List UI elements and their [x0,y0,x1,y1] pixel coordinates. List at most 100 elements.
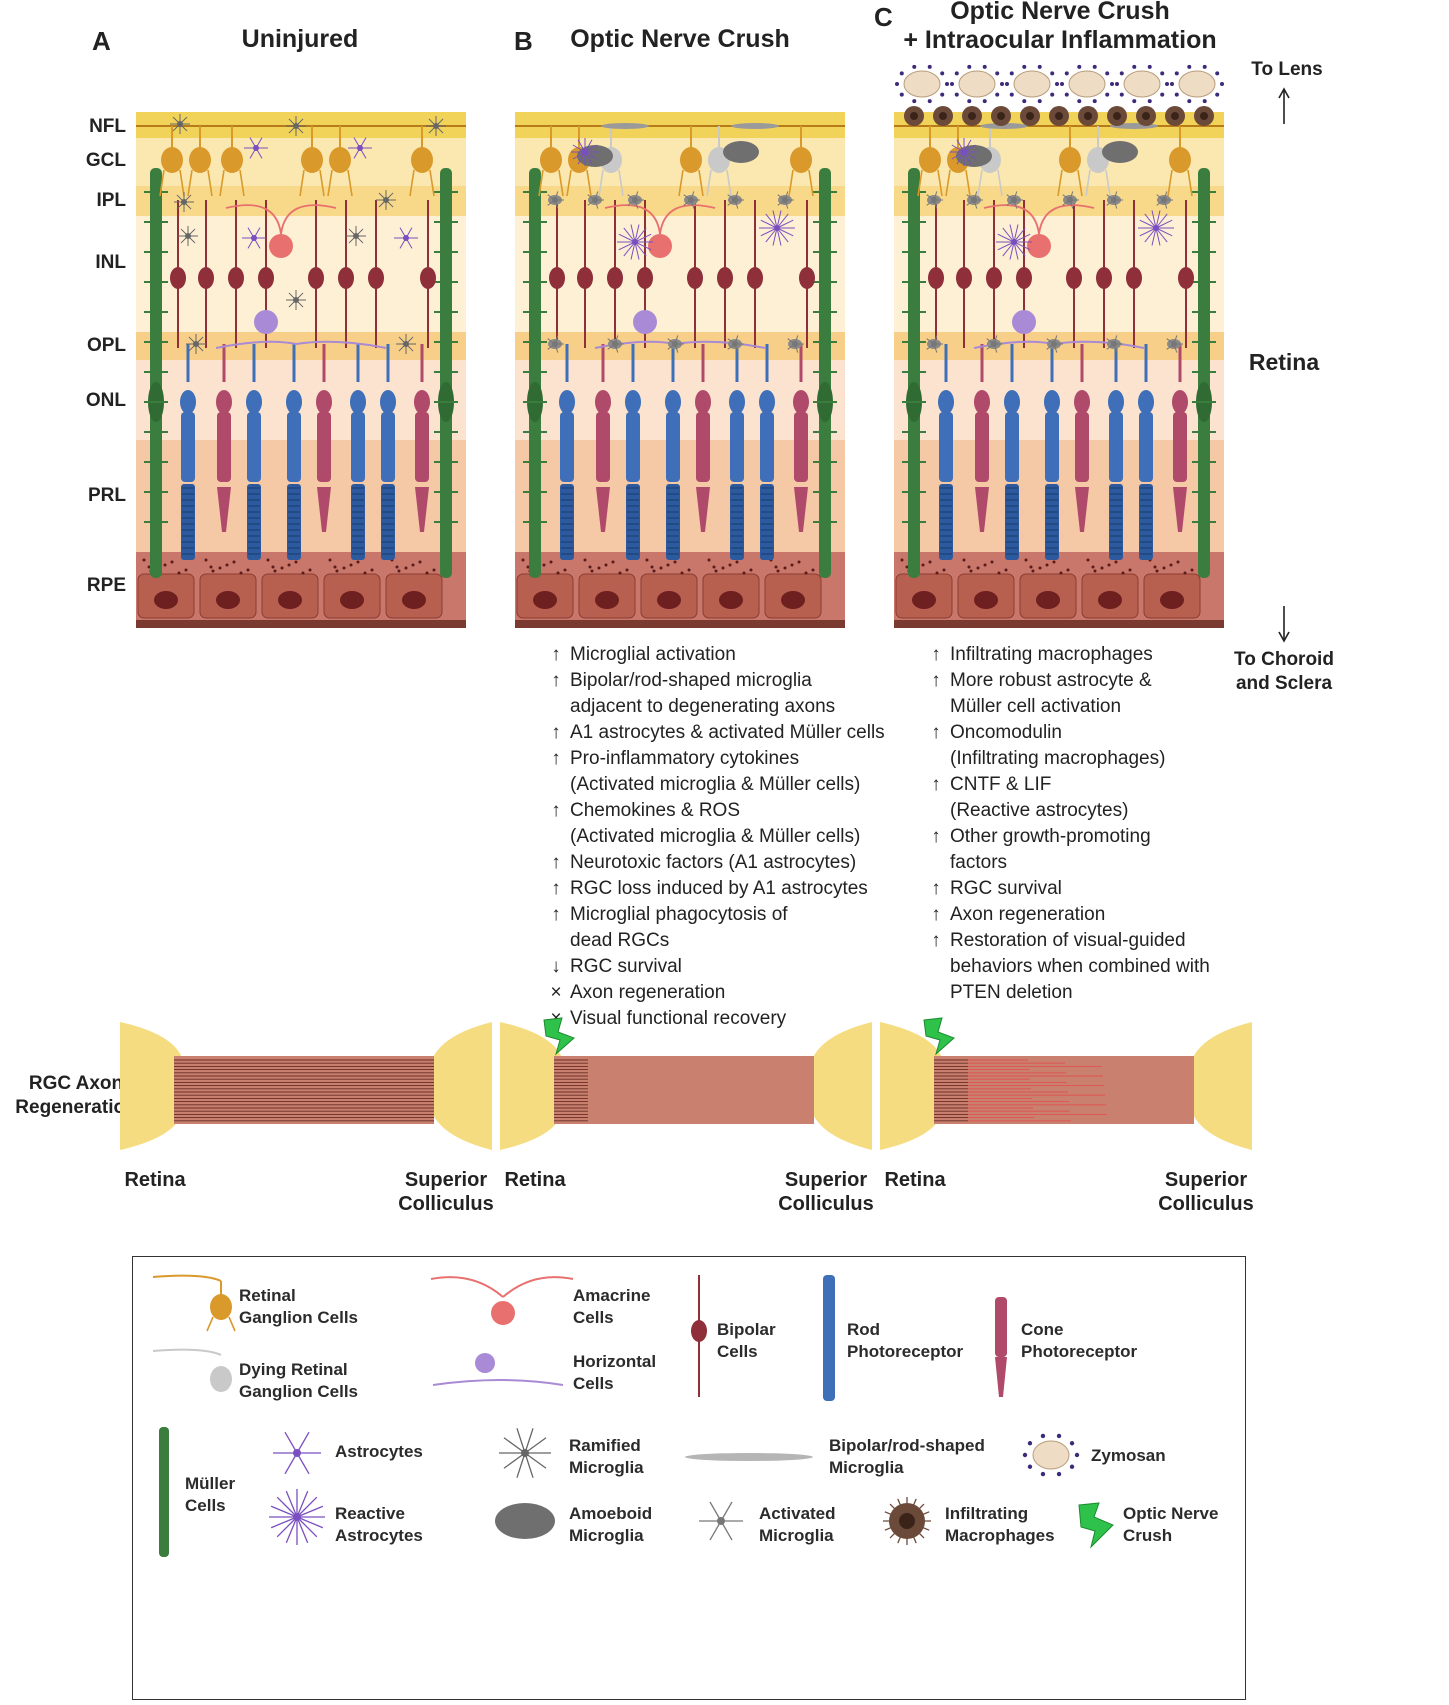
reactive-astrocyte-process [951,144,965,153]
bipolar-cell [308,267,324,289]
legend-muller-label-1: Müller [185,1474,236,1493]
zymosan-dot [995,71,1000,76]
rgc-dendrite [977,169,1003,197]
activated-microglia-process [926,199,935,206]
zymosan-dot [1005,82,1009,86]
legend-horizontal-process [432,1379,564,1386]
finding-text: PTEN deletion [950,982,1073,1003]
activated-microglia-process [607,338,616,345]
rod-nucleus [938,390,954,414]
rod-nucleus [246,390,262,414]
finding-text: Infiltrating macrophages [950,644,1153,665]
finding-text: factors [950,852,1008,873]
reactive-astrocyte-process [776,227,794,237]
rpe-granule [962,558,966,562]
legend-reactive-label-2: Astrocytes [335,1526,423,1545]
reactive-astrocyte-process [1009,224,1015,243]
activated-microglia-process [926,343,935,350]
legend-amoeboid-microglia-icon [495,1503,555,1539]
rpe-granule [556,571,560,575]
activated-microglia-process [734,199,739,209]
activated-microglia-process [614,335,619,345]
rpe-granule [563,568,567,572]
zymosan-dot [1050,92,1055,97]
ramified-microglia-process [288,125,297,134]
reactive-astrocyte-process [1155,213,1168,229]
rpe-granule [604,563,608,567]
reactive-astrocyte-process [765,227,778,243]
finding-text: Müller cell activation [950,696,1122,717]
rod-outer-segment [666,484,680,560]
ramified-microglia-process [295,299,304,308]
axon-c-sc-label-line2: Colliculus [1158,1193,1254,1215]
ramified-microglia-process [180,228,189,237]
bipolar-cell [1178,267,1194,289]
legend-activated-microglia-icon-process [720,1520,733,1541]
legend-zymosan-icon [1032,1440,1070,1470]
legend-reactive-astrocyte-icon-process [270,1516,298,1529]
activated-microglia-process [727,343,736,350]
layer-label-prl: PRL [88,485,126,506]
zymosan-dot [940,92,945,97]
reactive-astrocyte-process [1151,227,1157,246]
rpe-nucleus [1036,591,1060,609]
finding-text: RGC survival [950,878,1062,899]
activated-microglia-process [547,343,556,350]
zymosan-dot [1220,82,1224,86]
bipolar-cell [170,267,186,289]
cone-inner-segment [596,412,610,482]
rpe-granule [905,565,909,569]
legend-ramified-microglia-icon-process [524,1452,547,1469]
reactive-astrocyte-process [1013,241,1019,260]
ramified-microglia-process [179,116,188,125]
bipolar-cell [1066,267,1082,289]
cone-outer-segment [794,487,808,532]
astrocyte-process [247,227,255,239]
zymosan-dot [1215,71,1220,76]
rpe-granule [271,565,275,569]
panel-c-title-line1: Optic Nerve Crush [950,0,1170,25]
rgc [919,147,941,173]
reactive-astrocyte-process [1013,241,1031,251]
axon-row-label-line1: RGC Axon [28,1073,124,1094]
rpe-granule [239,571,243,575]
activated-microglia-process [727,199,736,206]
rpe-granule [308,568,312,572]
rgc-dendrite [187,169,213,197]
rpe-granule [680,571,684,575]
layer-label-nfl: NFL [89,116,126,137]
activated-microglia-process [690,191,695,201]
to-lens-label: To Lens [1251,59,1323,80]
rpe-granule [526,565,530,569]
finding-text: (Activated microglia & Müller cells) [570,774,861,795]
activated-microglia-process [1006,199,1015,206]
rod-nucleus [1108,390,1124,414]
finding-text: Microglial activation [570,644,736,665]
rod-nucleus [729,390,745,414]
rpe-granule [266,558,270,562]
rod-inner-segment [381,412,395,482]
amacrine-cell [269,234,293,258]
reactive-astrocyte-process [634,241,652,251]
arrow-up-icon [1278,87,1290,124]
legend-zymosan-dot [1056,1471,1062,1477]
rpe-granule [246,568,250,572]
zymosan-dot [1215,92,1220,97]
reactive-astrocyte-process [963,139,972,153]
bipolar-rod-microglia [731,123,779,129]
reactive-astrocyte-process [1144,227,1157,243]
legend-astrocyte-icon-process [296,1452,310,1475]
activated-microglia-process [1156,194,1165,201]
legend-onc-label-2: Crush [1123,1526,1173,1545]
activated-microglia-process [1053,335,1058,345]
legend-astro-label: Astrocytes [335,1442,423,1461]
finding-item: ↑A1 astrocytes & activated Müller cells [548,720,928,746]
rod-nucleus [380,390,396,414]
cone-inner-segment [696,412,710,482]
reactive-astrocyte-process [584,151,598,160]
ramified-microglia-process [195,336,204,345]
finding-text: Chemokines & ROS [570,800,741,821]
optic-nerve-crush-icon [543,1017,575,1056]
finding-arrow: ↑ [551,722,561,743]
panel-b-title: Optic Nerve Crush [570,25,790,53]
